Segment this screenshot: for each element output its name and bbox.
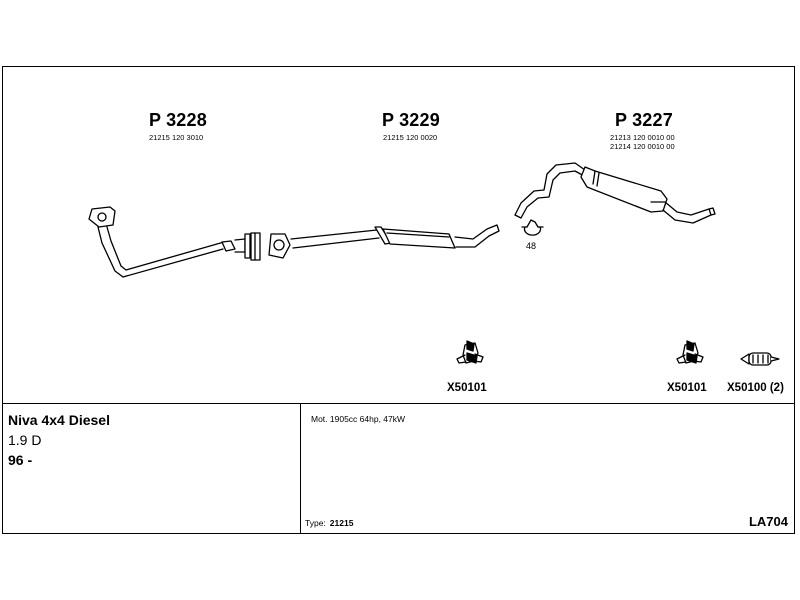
oem-number-rear-silencer-2: 21214 120 0010 00 bbox=[610, 142, 675, 151]
middle-silencer-drawing bbox=[268, 224, 500, 259]
diagram-panel: P 3228 21215 120 3010 P 3229 21215 120 0… bbox=[3, 67, 794, 403]
vehicle-engine: 1.9 D bbox=[8, 432, 42, 448]
vehicle-summary: Niva 4x4 Diesel 1.9 D 96 - bbox=[3, 404, 301, 533]
rubber-mount-2-drawing bbox=[676, 340, 704, 364]
part-number-middle-silencer: P 3229 bbox=[382, 110, 440, 130]
clamp-drawing bbox=[521, 219, 544, 236]
oem-number-front-pipe: 21215 120 3010 bbox=[149, 133, 204, 142]
type-label: Type: bbox=[305, 518, 326, 528]
mount-code-1: X50101 bbox=[447, 382, 487, 394]
vehicle-info-panel: Niva 4x4 Diesel 1.9 D 96 - Mot. 1905cc 6… bbox=[3, 403, 794, 533]
motor-spec: Mot. 1905cc 64hp, 47kW bbox=[311, 414, 406, 424]
exhaust-system-sheet: P 3228 21215 120 3010 P 3229 21215 120 0… bbox=[2, 66, 795, 534]
vehicle-years: 96 - bbox=[8, 452, 33, 468]
exhaust-line-drawing bbox=[88, 162, 780, 366]
mount-code-2: X50101 bbox=[667, 382, 707, 394]
clamp-label: 48 bbox=[526, 241, 537, 251]
vehicle-model: Niva 4x4 Diesel bbox=[8, 412, 110, 428]
mount-code-3: X50100 (2) bbox=[727, 382, 784, 394]
type-value: 21215 bbox=[329, 518, 354, 528]
part-number-front-pipe: P 3228 bbox=[149, 110, 207, 130]
front-pipe-drawing bbox=[88, 206, 261, 278]
part-number-rear-silencer: P 3227 bbox=[615, 110, 673, 130]
rubber-mount-1-drawing bbox=[456, 340, 484, 364]
rear-silencer-drawing bbox=[514, 162, 716, 224]
rubber-mount-3-drawing bbox=[740, 352, 780, 366]
reference-code: LA704 bbox=[748, 514, 788, 529]
type-row: Type:21215 bbox=[305, 518, 353, 528]
oem-number-middle-silencer: 21215 120 0020 bbox=[383, 133, 438, 142]
oem-number-rear-silencer-1: 21213 120 0010 00 bbox=[610, 133, 675, 142]
